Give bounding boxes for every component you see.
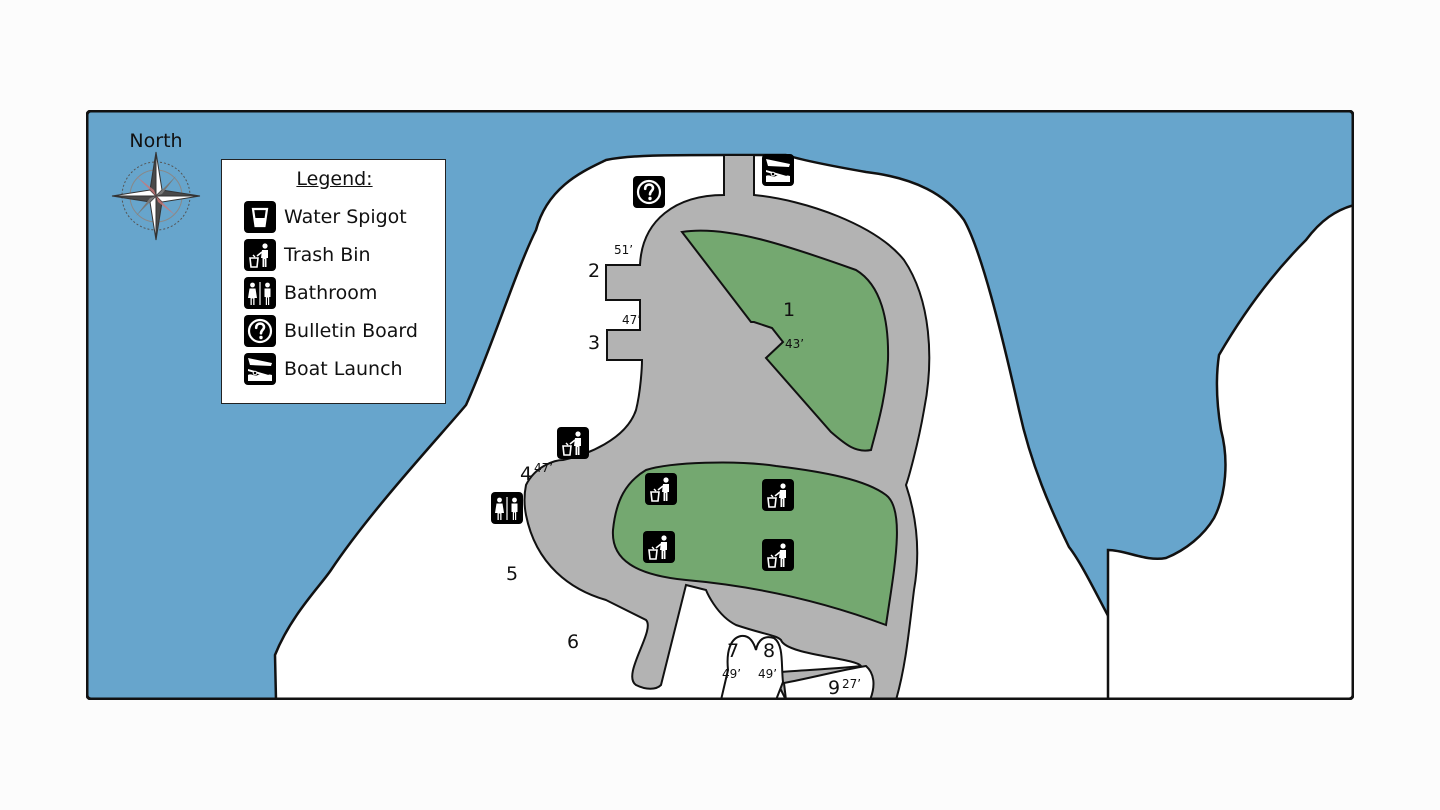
legend-item-label: Trash Bin <box>284 244 371 266</box>
legend-item-trash-bin: Trash Bin <box>244 236 435 274</box>
trash-bin-icon <box>244 239 276 271</box>
site-9-cutout <box>782 664 875 699</box>
site-3-length: 47’ <box>622 313 641 327</box>
grass-south <box>611 461 898 627</box>
boat-launch-icon <box>244 353 276 385</box>
site-5-number: 5 <box>506 563 518 585</box>
legend-item-boat-launch: Boat Launch <box>244 350 435 388</box>
site-7-length: 49’ <box>722 667 741 681</box>
trash-bin-icon <box>643 531 675 563</box>
site-6-number: 6 <box>567 631 579 653</box>
legend-item-label: Boat Launch <box>284 358 403 380</box>
grass-north <box>680 229 890 452</box>
trash-bin-icon <box>762 479 794 511</box>
site-8-length: 49’ <box>758 667 777 681</box>
campground-map: North 1 43’ 2 51’ 3 47’ 4 47’ 5 6 7 49’ … <box>86 110 1354 700</box>
map-legend: Legend: Water Spigot Trash Bin Bathroom … <box>221 159 446 404</box>
site-3-number: 3 <box>588 332 600 354</box>
site-4-number: 4 <box>520 463 532 485</box>
site-1-number: 1 <box>783 299 795 321</box>
legend-item-bathroom: Bathroom <box>244 274 435 312</box>
legend-item-bulletin-board: Bulletin Board <box>244 312 435 350</box>
legend-item-label: Bathroom <box>284 282 378 304</box>
bathroom-icon <box>491 492 523 524</box>
compass-rose-icon <box>111 151 201 241</box>
site-2-length: 51’ <box>614 243 633 257</box>
legend-item-label: Bulletin Board <box>284 320 418 342</box>
boat-launch-icon <box>762 154 794 186</box>
site-1-length: 43’ <box>785 337 804 351</box>
north-label: North <box>129 130 182 152</box>
bathroom-icon <box>244 277 276 309</box>
legend-item-label: Water Spigot <box>284 206 407 228</box>
site-2-number: 2 <box>588 260 600 282</box>
site-78-cutout <box>719 634 785 699</box>
trash-bin-icon <box>557 427 589 459</box>
legend-title: Legend: <box>296 168 373 190</box>
east-shore-land <box>1106 203 1353 699</box>
water-spigot-icon <box>244 201 276 233</box>
legend-item-water-spigot: Water Spigot <box>244 198 435 236</box>
bulletin-board-icon <box>633 176 665 208</box>
trash-bin-icon <box>645 473 677 505</box>
bulletin-board-icon <box>244 315 276 347</box>
site-4-length: 47’ <box>534 461 553 475</box>
site-7-number: 7 <box>727 640 739 662</box>
site-8-number: 8 <box>763 640 775 662</box>
trash-bin-icon <box>762 539 794 571</box>
site-9-length: 27’ <box>842 677 861 691</box>
site-9-number: 9 <box>828 677 840 699</box>
map-canvas: North 1 43’ 2 51’ 3 47’ 4 47’ 5 6 7 49’ … <box>86 110 1354 700</box>
